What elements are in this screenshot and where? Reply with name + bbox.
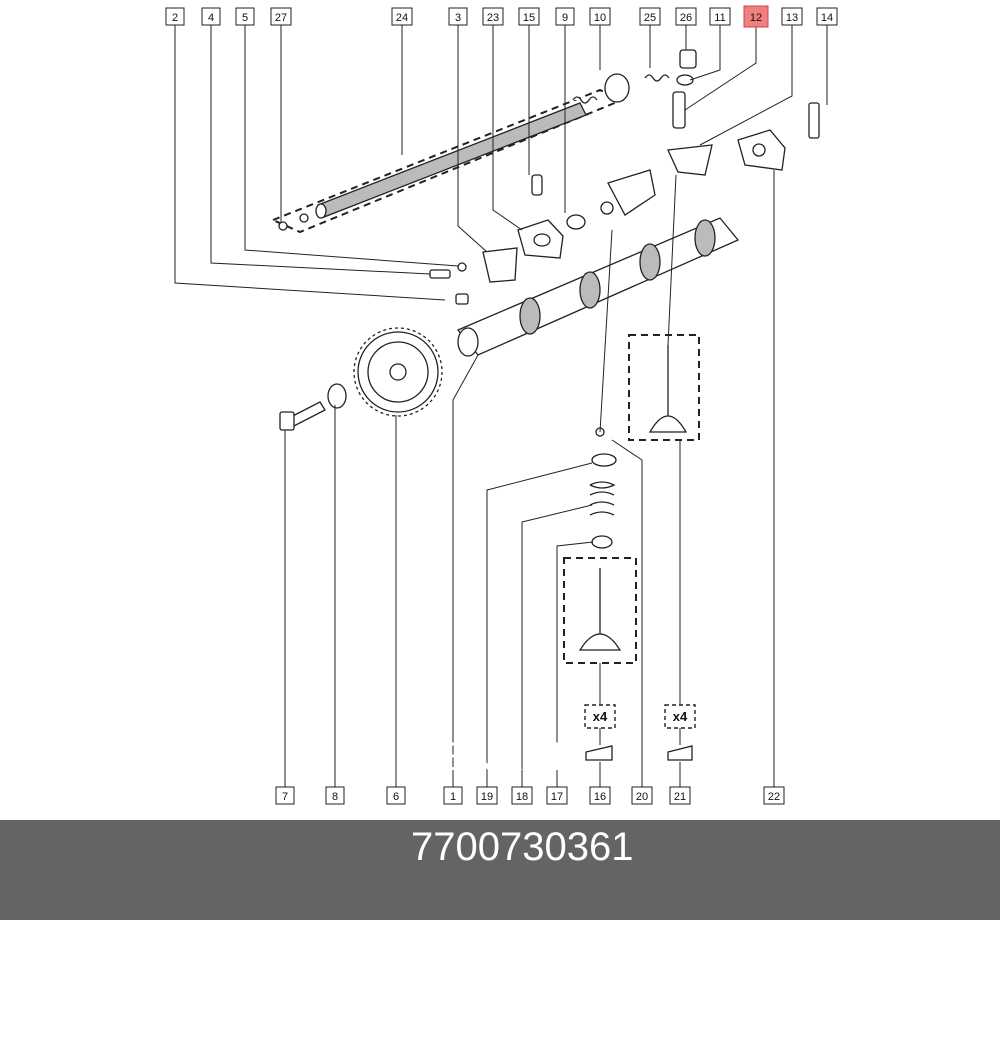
svg-text:18: 18 [516,791,528,803]
svg-text:27: 27 [275,12,287,24]
callout-24: 24 [391,7,413,26]
svg-text:14: 14 [821,12,833,24]
quantity-label-exhaust: x4 [584,704,616,729]
footer-bar: RENAULT - 7700730361 N - 12 [0,735,1000,1004]
svg-text:8: 8 [332,791,338,803]
svg-text:2: 2 [172,12,178,24]
callout-11: 11 [709,7,731,26]
callout-9: 9 [555,7,575,26]
svg-text:16: 16 [594,791,606,803]
callout-13: 13 [781,7,803,26]
svg-text:9: 9 [562,12,568,24]
callout-6: 6 [386,786,406,805]
callout-20: 20 [631,786,653,805]
reference-prefix: N - [410,915,465,959]
svg-text:22: 22 [768,791,780,803]
svg-text:23: 23 [487,12,499,24]
part-reference: RENAULT - 7700730361 N - 12 [367,690,634,1050]
callout-25: 25 [639,7,661,26]
callout-10: 10 [589,7,611,26]
svg-text:24: 24 [396,12,408,24]
callout-8: 8 [325,786,345,805]
reference-number: 12 [410,960,456,1004]
svg-text:1: 1 [450,791,456,803]
separator: - [410,780,425,824]
callout-7: 7 [275,786,295,805]
callout-27: 27 [270,7,292,26]
svg-text:20: 20 [636,791,648,803]
svg-text:26: 26 [680,12,692,24]
callout-22: 22 [763,786,785,805]
brand-name: RENAULT [410,735,595,779]
svg-text:11: 11 [714,12,725,24]
callout-23: 23 [482,7,504,26]
callout-2: 2 [165,7,185,26]
svg-text:4: 4 [208,12,214,24]
svg-text:15: 15 [523,12,535,24]
svg-text:19: 19 [481,791,493,803]
svg-text:13: 13 [786,12,798,24]
svg-text:7: 7 [282,791,288,803]
quantity-label-intake: x4 [664,704,696,729]
callout-18: 18 [511,786,533,805]
leader-lines [174,25,828,787]
callout-19: 19 [476,786,498,805]
callout-4: 4 [201,7,221,26]
svg-text:12: 12 [750,12,762,24]
svg-text:x4: x4 [593,709,608,724]
svg-text:6: 6 [393,791,399,803]
callout-16: 16 [589,786,611,805]
callout-1: 1 [443,786,463,805]
callout-17: 17 [546,786,568,805]
callout-14: 14 [816,7,838,26]
callout-26: 26 [675,7,697,26]
exploded-parts-diagram: 2 4 5 27 24 3 23 15 9 10 25 26 [165,5,838,805]
callout-12-highlighted: 12 [743,5,769,28]
svg-text:10: 10 [594,12,606,24]
svg-text:x4: x4 [673,709,688,724]
callout-3: 3 [448,7,468,26]
svg-text:3: 3 [455,12,461,24]
callout-5: 5 [235,7,255,26]
svg-text:21: 21 [674,791,686,803]
svg-text:5: 5 [242,12,248,24]
callout-21: 21 [669,786,691,805]
svg-text:25: 25 [644,12,656,24]
callout-15: 15 [518,7,540,26]
svg-text:17: 17 [551,791,563,803]
part-number: 7700730361 [410,825,634,869]
parts-illustration [270,49,820,761]
